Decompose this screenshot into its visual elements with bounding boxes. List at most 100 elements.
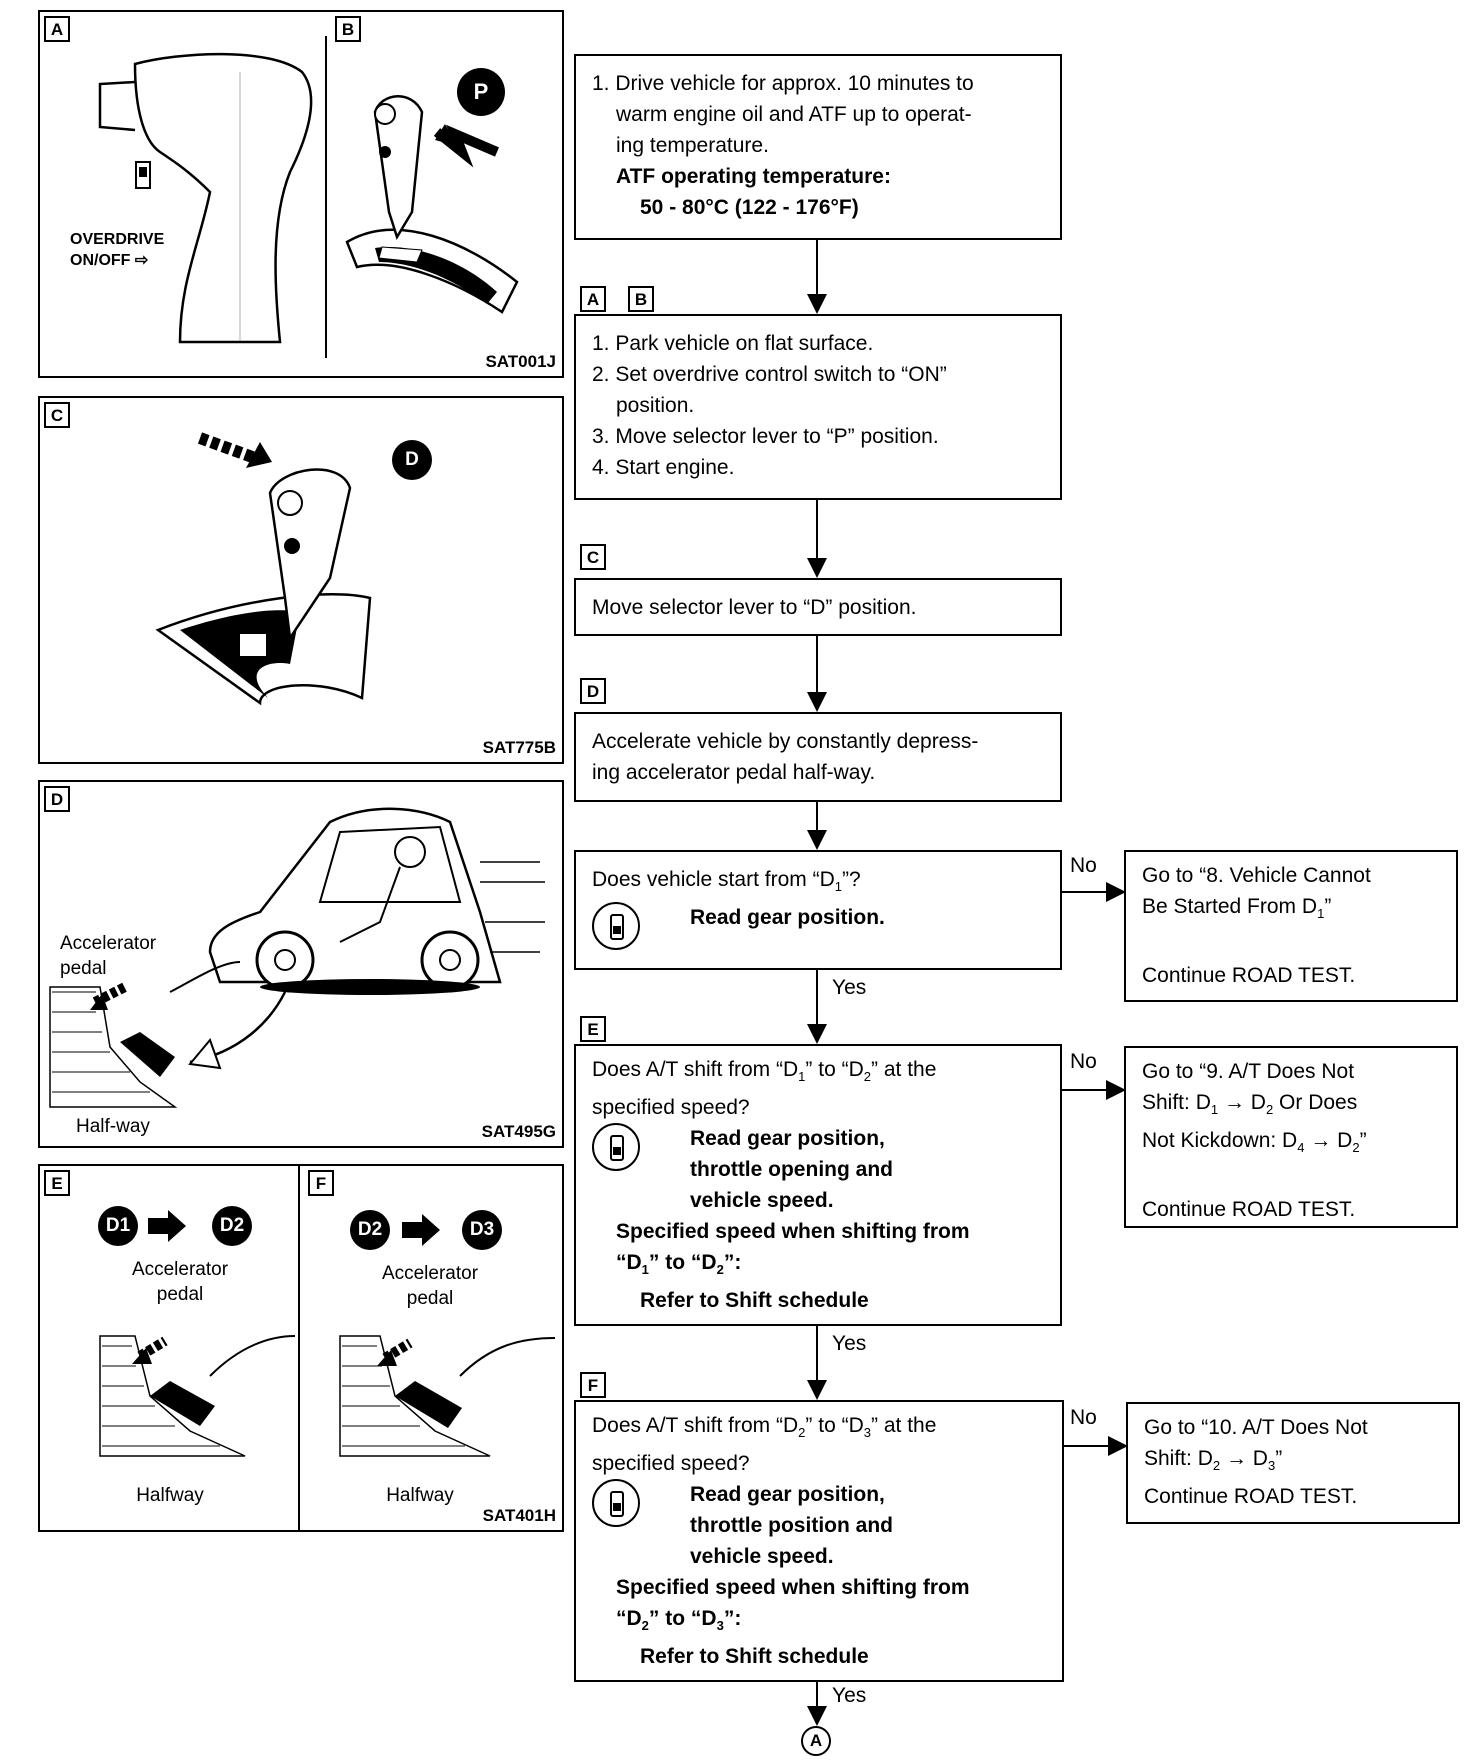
no-label-3: No — [1070, 1406, 1097, 1429]
figure-code-sat775b: SAT775B — [482, 738, 556, 757]
d1-d2-hint-row: Read gear position, throttle opening and… — [592, 1123, 1044, 1216]
warm-up-step-1-cont: warm engine oil and ATF up to operat- — [616, 103, 972, 126]
step-accelerate-box: Accelerate vehicle by constantly depress… — [574, 712, 1062, 802]
side2-line3: Not Kickdown: D4 → D2” — [1142, 1129, 1367, 1156]
atf-temp-value: 50 - 80°C (122 - 176°F) — [640, 196, 859, 219]
tag-d: D — [44, 786, 70, 812]
side-result-no-shift-d2-d3-box: Go to “10. A/T Does Not Shift: D2 → D3” … — [1126, 1402, 1460, 1524]
side1-continue: Continue ROAD TEST. — [1142, 964, 1356, 988]
drive-circle-icon: D — [392, 440, 432, 480]
select-d-text: Move selector lever to “D” position. — [592, 596, 917, 619]
decision-d2-d3-box: Does A/T shift from “D2” to “D3” at the … — [574, 1400, 1064, 1682]
prepare-step-2-cont: position. — [616, 394, 695, 417]
flow-tag-b: B — [628, 286, 654, 312]
shift-lever-d-drawing — [155, 432, 372, 706]
illustration-panel-ab: A OVERDRIVE ON/OFF ⇨ B P SAT001J — [38, 10, 564, 378]
no-label-1: No — [1070, 854, 1097, 877]
d1-d2-question-cont: specified speed? — [592, 1096, 750, 1120]
flow-tag-e: E — [580, 1016, 606, 1042]
illustration-e: E D1 D2 Accelerator pedal Halfway — [40, 1166, 298, 1530]
side-result-cannot-start-box: Go to “8. Vehicle Cannot Be Started From… — [1124, 850, 1458, 1002]
warm-up-steps: 1. Drive vehicle for approx. 10 minutes … — [592, 68, 1044, 161]
shift-arrow-e — [99, 1210, 296, 1457]
consult-meter-icon — [592, 902, 640, 951]
prepare-step-1: 1. Park vehicle on flat surface. — [592, 332, 874, 355]
start-d1-hint-row: Read gear position. — [592, 902, 1044, 951]
figure-code-sat001j: SAT001J — [485, 352, 556, 371]
car-driving-drawing — [49, 807, 545, 1108]
shift-arrow-f — [339, 1214, 556, 1457]
park-circle-icon: P — [457, 68, 505, 116]
continue-marker-a: A — [801, 1726, 831, 1756]
d2-d3-spec-gears: “D2” to “D3”: — [616, 1607, 742, 1634]
tag-e: E — [44, 1170, 70, 1196]
d2-d3-spec-ref: Refer to Shift schedule — [640, 1645, 869, 1669]
tag-b: B — [335, 16, 361, 42]
tag-c: C — [44, 402, 70, 428]
illustration-a: A OVERDRIVE ON/OFF ⇨ — [40, 12, 325, 376]
overdrive-label: OVERDRIVE ON/OFF ⇨ — [70, 231, 165, 269]
illustration-panel-c: C D SAT775B — [38, 396, 564, 764]
illustration-divider-ef — [298, 1166, 300, 1530]
accelerator-pedal-label-f: Accelerator pedal — [381, 1263, 479, 1309]
d2-d3-question-cont: specified speed? — [592, 1452, 750, 1476]
yes-label-2: Yes — [832, 1332, 867, 1355]
flow-tag-c: C — [580, 544, 606, 570]
side2-line2: Shift: D1 → D2 Or Does — [1142, 1091, 1358, 1118]
illustration-panel-d: D Accelerator pedal Half-way SAT495G — [38, 780, 564, 1148]
figure-code-sat401h: SAT401H — [482, 1506, 556, 1525]
d1-d2-question: Does A/T shift from “D1” to “D2” at the — [592, 1058, 937, 1085]
yes-label-3: Yes — [832, 1684, 867, 1707]
flow-tag-d: D — [580, 678, 606, 704]
step-prepare-box: 1. Park vehicle on flat surface. 2. Set … — [574, 314, 1062, 500]
illustration-f: F D2 D3 Accelerator pedal Halfway SAT401… — [300, 1166, 562, 1530]
halfway-label-f: Halfway — [386, 1485, 454, 1506]
selector-knob-drawing — [98, 52, 313, 344]
d2-d3-spec-label: Specified speed when shifting from — [616, 1576, 970, 1600]
halfway-label-e: Halfway — [136, 1485, 204, 1506]
atf-temp-label: ATF operating temperature: — [616, 165, 891, 188]
prepare-step-2: 2. Set overdrive control switch to “ON” — [592, 363, 947, 386]
half-way-label: Half-way — [76, 1116, 150, 1137]
prepare-step-4: 4. Start engine. — [592, 456, 735, 479]
illustration-panel-ef: E D1 D2 Accelerator pedal Halfway F D2 — [38, 1164, 564, 1532]
gear-d2-circle-icon-f: D2 — [350, 1210, 390, 1250]
decision-start-d1-box: Does vehicle start from “D1”? Read gear … — [574, 850, 1062, 970]
tag-a: A — [44, 16, 70, 42]
side2-line1: Go to “9. A/T Does Not — [1142, 1060, 1355, 1083]
side-result-no-shift-d1-d2-box: Go to “9. A/T Does Not Shift: D1 → D2 Or… — [1124, 1046, 1458, 1228]
side1-line1: Go to “8. Vehicle Cannot — [1142, 864, 1371, 887]
accelerate-line-2: ing accelerator pedal half-way. — [592, 761, 876, 784]
start-d1-hint: Read gear position. — [690, 906, 885, 930]
consult-meter-icon-2 — [592, 1123, 640, 1172]
side3-continue: Continue ROAD TEST. — [1144, 1485, 1358, 1509]
yes-label-1: Yes — [832, 976, 867, 999]
figure-code-sat495g: SAT495G — [481, 1122, 556, 1141]
warm-up-step-1: 1. Drive vehicle for approx. 10 minutes … — [592, 72, 974, 95]
gear-d2-circle-icon: D2 — [212, 1206, 252, 1246]
d1-d2-spec-ref: Refer to Shift schedule — [640, 1289, 869, 1313]
d2-d3-hint-row: Read gear position, throttle position an… — [592, 1479, 1046, 1572]
accelerator-pedal-label-d: Accelerator pedal — [60, 933, 157, 979]
side2-continue: Continue ROAD TEST. — [1142, 1198, 1356, 1222]
shift-lever-p-drawing — [345, 95, 519, 314]
side3-line2: Shift: D2 → D3” — [1144, 1447, 1283, 1474]
decision-d1-d2-box: Does A/T shift from “D1” to “D2” at the … — [574, 1044, 1062, 1326]
tag-f: F — [308, 1170, 334, 1196]
d1-d2-spec-label: Specified speed when shifting from — [616, 1220, 970, 1244]
accelerate-line-1: Accelerate vehicle by constantly depress… — [592, 730, 979, 753]
step-select-d-box: Move selector lever to “D” position. — [574, 578, 1062, 636]
consult-meter-icon-3 — [592, 1479, 640, 1528]
gear-d1-circle-icon: D1 — [98, 1206, 138, 1246]
illustration-b: B P SAT001J — [327, 12, 562, 376]
warm-up-step-1-cont2: ing temperature. — [616, 134, 769, 157]
step-warm-up-box: 1. Drive vehicle for approx. 10 minutes … — [574, 54, 1062, 240]
accelerator-pedal-label-e: Accelerator pedal — [131, 1259, 229, 1305]
d2-d3-question: Does A/T shift from “D2” to “D3” at the — [592, 1414, 937, 1441]
gear-d3-circle-icon: D3 — [462, 1210, 502, 1250]
flow-tag-f: F — [580, 1372, 606, 1398]
illustration-divider — [325, 36, 327, 358]
side3-line1: Go to “10. A/T Does Not — [1144, 1416, 1368, 1439]
start-d1-question: Does vehicle start from “D1”? — [592, 868, 861, 895]
